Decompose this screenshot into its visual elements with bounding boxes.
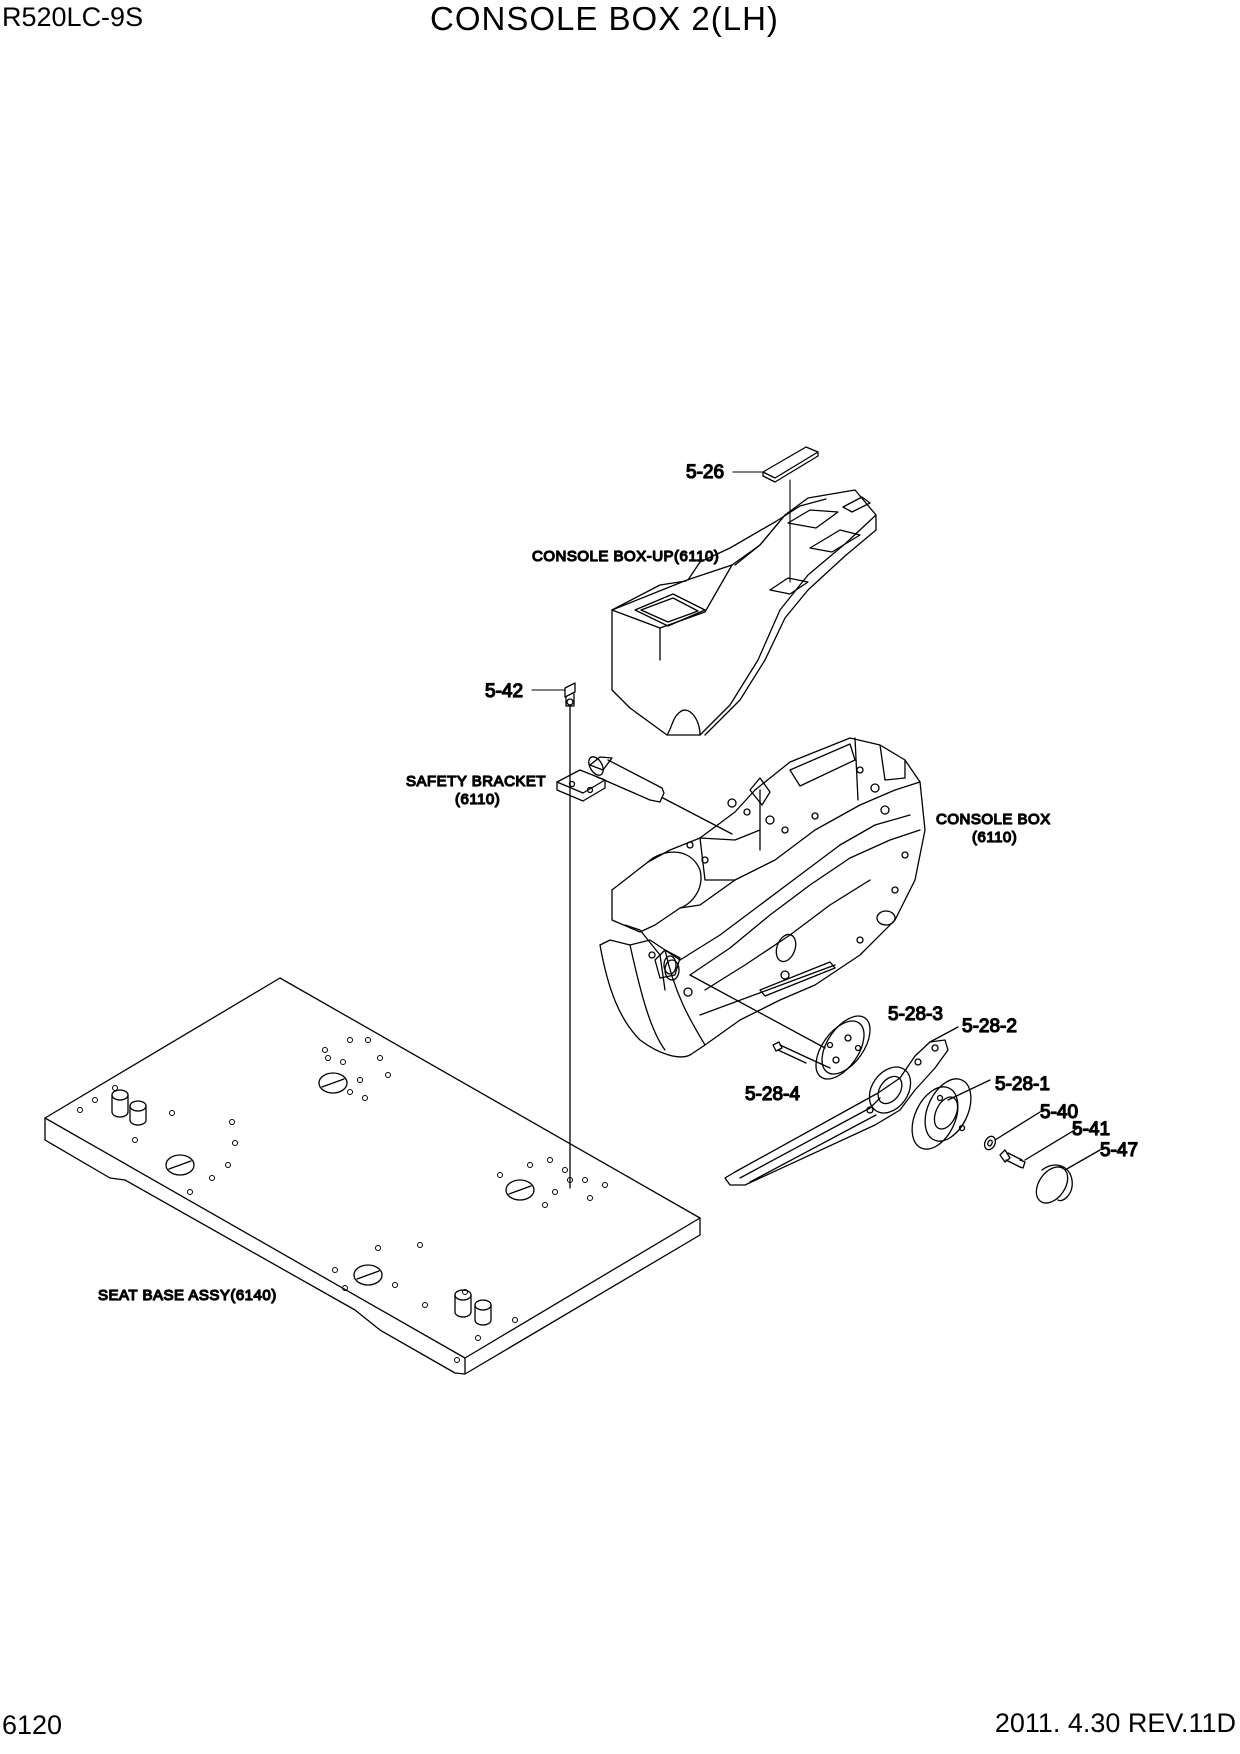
part-5-28-2 <box>724 1026 959 1186</box>
callout-5-41: 5-41 <box>1072 1119 1110 1140</box>
part-5-40 <box>983 1111 1041 1151</box>
part-5-41 <box>999 1127 1079 1169</box>
part-5-42-bolt <box>564 682 576 1189</box>
callout-5-40: 5-40 <box>1040 1102 1078 1123</box>
ref-console-box-up: CONSOLE BOX-UP(6110) <box>532 548 719 565</box>
ref-safety-bracket-line2: (6110) <box>455 791 500 808</box>
callout-5-28-3: 5-28-3 <box>888 1004 943 1025</box>
part-5-47 <box>1035 1149 1101 1204</box>
part-5-28-1 <box>911 1078 991 1150</box>
callout-5-26: 5-26 <box>686 462 724 483</box>
part-console-box-up <box>611 489 877 736</box>
callout-5-42: 5-42 <box>485 681 523 702</box>
page-number: 6120 <box>2 1710 63 1740</box>
part-safety-bracket <box>556 756 733 835</box>
ref-console-box-line2: (6110) <box>972 829 1017 846</box>
callout-5-28-2: 5-28-2 <box>962 1016 1017 1037</box>
part-5-28-4 <box>772 1041 831 1069</box>
part-5-26-pad <box>762 446 819 483</box>
model-number: R520LC-9S <box>2 2 144 32</box>
part-seat-base <box>44 977 701 1375</box>
callout-5-47: 5-47 <box>1100 1140 1138 1161</box>
callout-5-28-4: 5-28-4 <box>745 1084 800 1105</box>
page-title: CONSOLE BOX 2(LH) <box>430 0 779 37</box>
ref-safety-bracket-line1: SAFETY BRACKET <box>406 773 546 790</box>
callout-leaders <box>531 471 791 691</box>
part-console-box <box>599 737 926 1058</box>
part-5-28-3 <box>815 1015 871 1080</box>
revision-date: 2011. 4.30 REV.11D <box>994 1708 1236 1738</box>
ref-seat-base-assy: SEAT BASE ASSY(6140) <box>98 1287 277 1304</box>
callout-5-28-1: 5-28-1 <box>995 1074 1050 1095</box>
ref-console-box-line1: CONSOLE BOX <box>936 811 1051 828</box>
